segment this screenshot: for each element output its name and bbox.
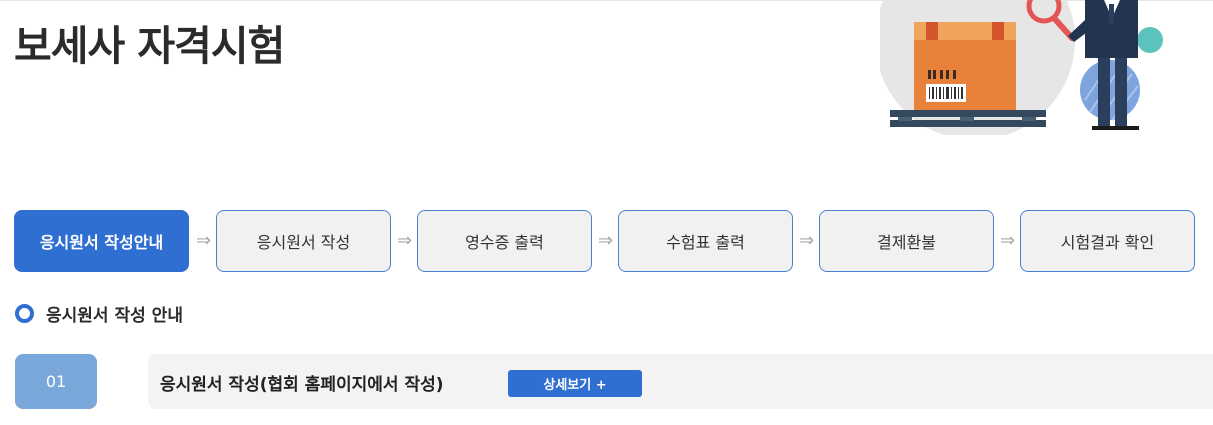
section-heading-text: 응시원서 작성 안내: [46, 306, 183, 326]
step-arrow-icon: ⇒: [396, 230, 413, 251]
top-divider: [0, 0, 1213, 1]
step-arrow-icon: ⇒: [195, 230, 212, 251]
list-item: 응시원서 작성(협회 홈페이지에서 작성) 상세보기 +: [148, 354, 1213, 409]
step-label: 결제환불: [877, 233, 936, 252]
step-arrow-icon: ⇒: [798, 230, 815, 251]
bullet-ring-icon: [15, 304, 34, 323]
view-details-button[interactable]: 상세보기 +: [508, 370, 642, 397]
step-exam-result[interactable]: 시험결과 확인: [1020, 210, 1195, 272]
step-label: 응시원서 작성: [256, 233, 351, 252]
step-application-guide[interactable]: 응시원서 작성안내: [14, 210, 189, 272]
step-arrow-icon: ⇒: [999, 230, 1016, 251]
step-label: 영수증 출력: [465, 233, 544, 252]
step-application-write[interactable]: 응시원서 작성: [216, 210, 391, 272]
item-number-badge: 01: [15, 354, 97, 409]
step-label: 수험표 출력: [666, 233, 745, 252]
section-heading: 응시원서 작성 안내: [15, 301, 183, 326]
process-steps: 응시원서 작성안내 ⇒ 응시원서 작성 ⇒ 영수증 출력 ⇒ 수험표 출력 ⇒ …: [14, 210, 1199, 274]
step-admission-ticket-print[interactable]: 수험표 출력: [618, 210, 793, 272]
page-title: 보세사 자격시험: [14, 22, 285, 70]
step-label: 시험결과 확인: [1060, 233, 1155, 252]
step-receipt-print[interactable]: 영수증 출력: [417, 210, 592, 272]
step-payment-refund[interactable]: 결제환불: [819, 210, 994, 272]
step-arrow-icon: ⇒: [597, 230, 614, 251]
step-label: 응시원서 작성안내: [39, 233, 164, 252]
item-title: 응시원서 작성(협회 홈페이지에서 작성): [160, 375, 444, 395]
customs-inspector-with-box-icon: [880, 0, 1163, 135]
